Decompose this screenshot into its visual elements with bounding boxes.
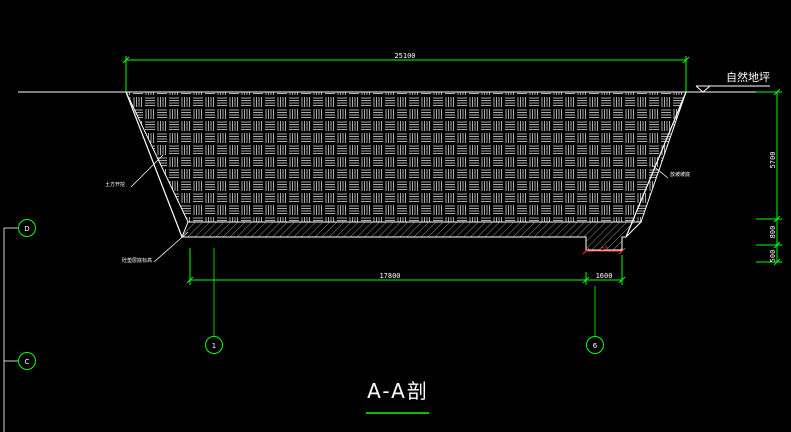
excavation-fill [125, 91, 687, 223]
left-callout-leader [130, 154, 164, 188]
right-callout-label: 放坡坡底 [670, 171, 690, 178]
axis-label-6: 6 [593, 342, 598, 350]
ground-level-marker [695, 85, 712, 93]
axis-bubble-6 [586, 336, 604, 354]
bottom-slab [181, 221, 643, 251]
axis-bubble-d [18, 219, 36, 237]
height-slab-text: 800 [769, 226, 777, 239]
bottom-callout-leader [153, 231, 189, 263]
axis-lines-left [3, 227, 18, 432]
right-callout-leader [651, 164, 669, 179]
vertical-dimension-chain [756, 88, 782, 266]
axis-bubble-c [18, 352, 36, 370]
drawing-title: A-A剖 [367, 379, 429, 403]
top-width-dimension [122, 56, 690, 92]
bottom-main-text: 17800 [379, 272, 400, 280]
axis-label-c: C [25, 358, 30, 366]
axis-label-d: D [24, 225, 29, 233]
ground-label: 自然地坪 [726, 70, 770, 84]
height-main-text: 5700 [769, 152, 777, 169]
right-slope-line [625, 91, 687, 238]
left-callout-label: 土方开挖 [105, 181, 125, 188]
bottom-callout-label: 砼垫层底标高 [122, 257, 152, 264]
bottom-dimension [186, 248, 626, 285]
axis-bubble-1 [205, 336, 223, 354]
step-marker-text: ±0 [600, 246, 607, 252]
step-marker [582, 247, 626, 255]
axis-label-1: 1 [212, 342, 216, 350]
height-step-text: 500 [769, 250, 777, 263]
bottom-step-text: 1600 [596, 272, 613, 280]
top-width-text: 25100 [394, 52, 415, 60]
